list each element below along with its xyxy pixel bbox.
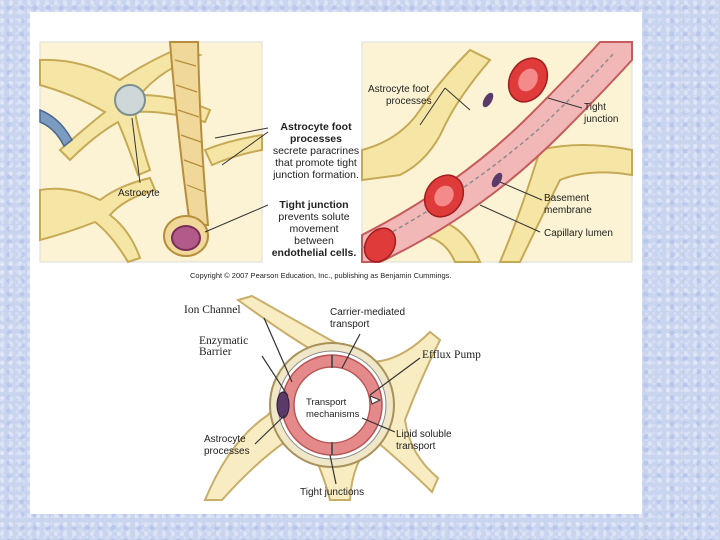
callout-foot-line2: processes	[290, 133, 342, 145]
callout-tight-line4: between	[294, 235, 334, 247]
lipid-soluble-line2: transport	[396, 441, 436, 452]
callout-tight-line2: prevents solute	[278, 211, 349, 223]
callout-tight-junction: Tight junction prevents solute movement …	[272, 199, 357, 259]
transport-mechanisms-line1: Transport	[306, 397, 347, 408]
enzymatic-barrier-line1: Enzymatic	[199, 335, 248, 347]
tight-junction-line1: Tight	[584, 102, 606, 113]
astrocyte-processes-line1: Astrocyte	[204, 434, 246, 445]
callout-foot-line3: secrete paracrines	[273, 145, 359, 157]
nucleus-icon	[114, 84, 146, 116]
callout-foot-line1: Astrocyte foot	[280, 121, 352, 133]
callout-tight-line5: endothelial cells.	[272, 247, 357, 259]
callout-tight-line3: movement	[289, 223, 338, 235]
tight-junctions-label: Tight junctions	[300, 487, 364, 498]
callout-foot-line4: that promote tight	[275, 157, 357, 169]
callout-foot-line5: junction formation.	[272, 169, 359, 181]
basement-membrane-line1: Basement	[544, 193, 589, 204]
enzymatic-barrier-line2: Barrier	[199, 346, 232, 358]
carrier-mediated-line2: transport	[330, 319, 370, 330]
astrocyte-label: Astrocyte	[118, 188, 160, 199]
callout-tight-line1: Tight junction	[279, 199, 348, 211]
transport-mechanisms-line2: mechanisms	[306, 409, 360, 420]
copyright-text: Copyright © 2007 Pearson Education, Inc.…	[190, 271, 452, 280]
ion-channel-label: Ion Channel	[184, 304, 241, 316]
capillary-lumen-label: Capillary lumen	[544, 228, 613, 239]
lipid-soluble-line1: Lipid soluble	[396, 429, 452, 440]
astrocyte-processes-line2: processes	[204, 446, 250, 457]
callout-foot-processes: Astrocyte foot processes secrete paracri…	[272, 121, 359, 181]
efflux-arrow-icon	[369, 395, 382, 405]
panel-capillary-detail: Astrocyte foot processes Tight junction …	[361, 41, 633, 263]
foot-processes-line2: processes	[386, 96, 432, 107]
tight-junction-line2: junction	[583, 114, 618, 125]
basement-membrane-line2: membrane	[544, 205, 592, 216]
foot-processes-line1: Astrocyte foot	[368, 84, 429, 95]
carrier-mediated-line1: Carrier-mediated	[330, 307, 405, 318]
panel-astrocyte-overview: Astrocyte	[39, 41, 269, 264]
panel-transport-mechanisms: Carrier-mediated transport Transport mec…	[184, 294, 481, 501]
efflux-pump-label: Efflux Pump	[422, 349, 481, 361]
